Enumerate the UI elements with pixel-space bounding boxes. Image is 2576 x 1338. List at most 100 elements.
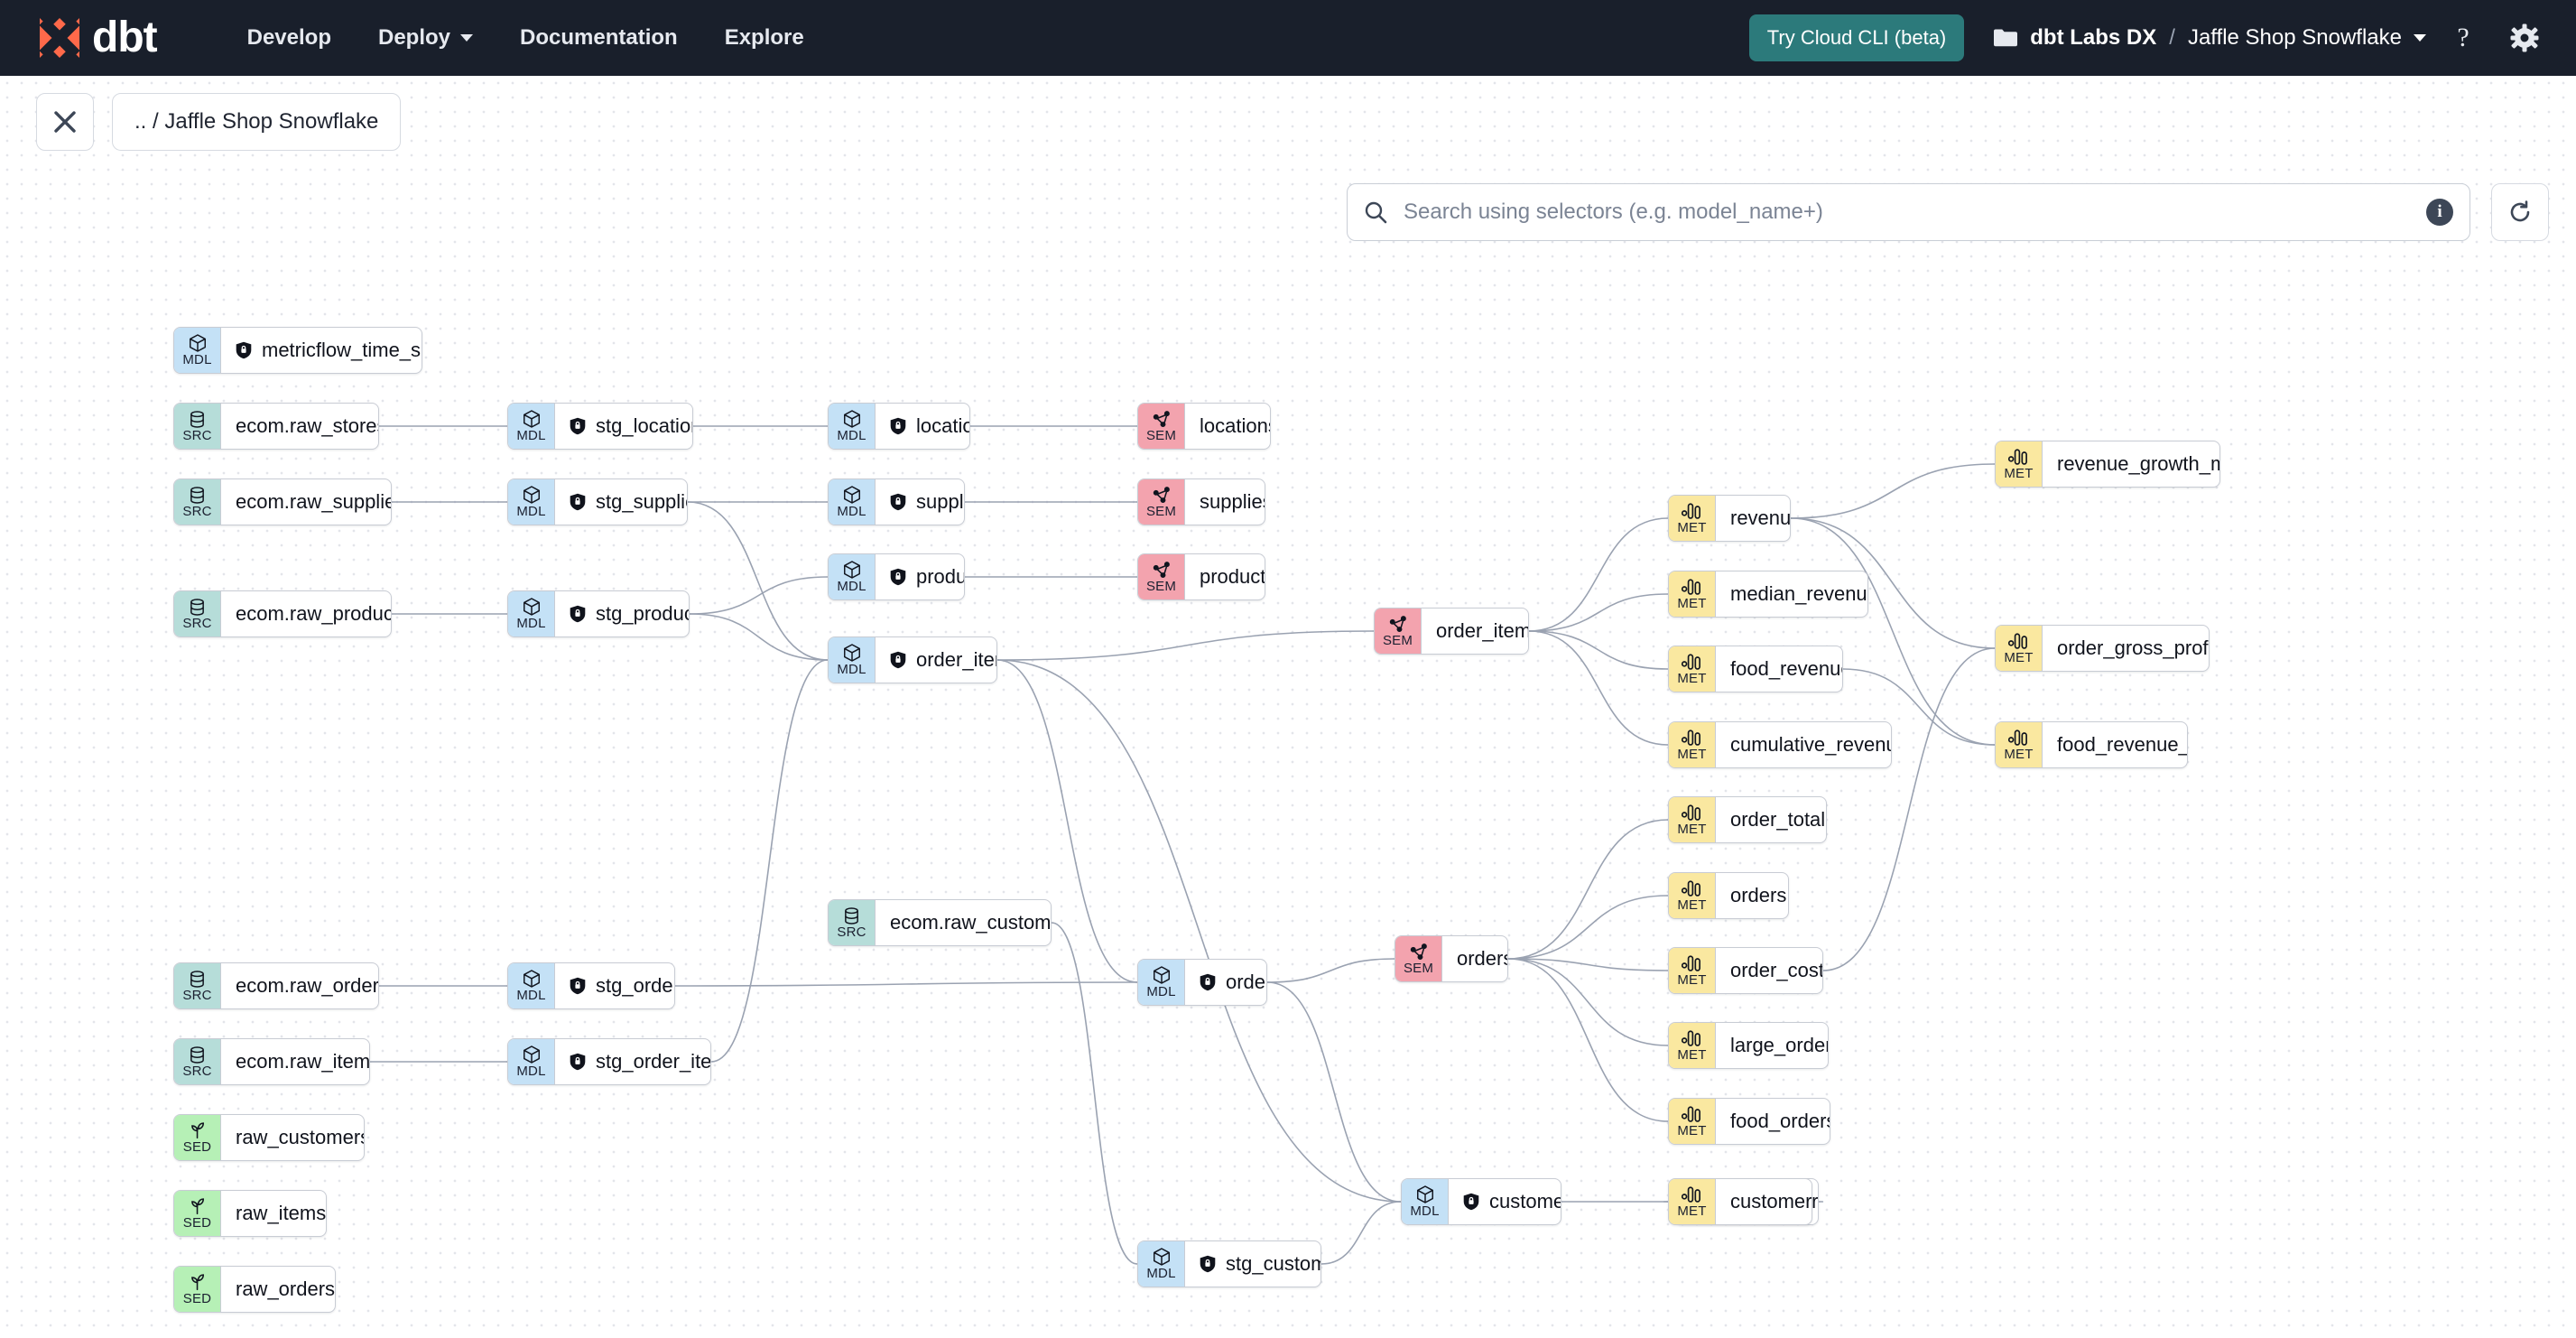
node-type-label: MET <box>1677 1123 1707 1138</box>
settings-button[interactable] <box>2500 14 2549 62</box>
node-type-badge-sed: SED <box>174 1191 221 1236</box>
node-type-badge-met: MET <box>1996 722 2043 767</box>
search-info-icon[interactable]: i <box>2426 199 2453 226</box>
nav-deploy[interactable]: Deploy <box>355 0 496 76</box>
node-type-badge-met: MET <box>1669 646 1716 692</box>
close-lineage-button[interactable] <box>36 93 94 151</box>
node-type-label: SRC <box>182 504 212 519</box>
node-type-badge-sem: SEM <box>1138 554 1185 599</box>
gear-icon <box>2510 23 2539 52</box>
bar-chart-icon <box>1681 954 1703 972</box>
node-label: order_total <box>1730 808 1826 831</box>
database-icon <box>188 486 207 504</box>
lineage-node-mdl-locations[interactable]: MDLlocations <box>828 403 970 450</box>
breadcrumb-project-label: Jaffle Shop Snowflake <box>2187 25 2402 50</box>
help-button[interactable]: ? <box>2439 14 2488 62</box>
lock-shield-icon <box>890 568 906 586</box>
lineage-node-sem-products[interactable]: SEMproducts <box>1137 553 1265 600</box>
nav-explore[interactable]: Explore <box>701 0 828 76</box>
node-type-label: MET <box>1677 972 1707 988</box>
svg-text:?: ? <box>2457 23 2469 52</box>
lineage-node-mdl-orders[interactable]: MDLorders <box>1137 959 1267 1006</box>
lineage-node-mdl-customers[interactable]: MDLcustomers <box>1401 1178 1561 1225</box>
chevron-down-icon <box>2414 34 2426 42</box>
node-type-label: MET <box>1677 747 1707 762</box>
cube-icon <box>522 598 542 616</box>
try-cloud-cli-button[interactable]: Try Cloud CLI (beta) <box>1748 14 1965 61</box>
node-body: supplies <box>876 479 964 525</box>
lineage-node-met-customers[interactable]: METcustomers <box>1668 1178 1812 1225</box>
node-type-badge-met: MET <box>1996 626 2043 671</box>
node-type-label: MDL <box>837 579 866 594</box>
node-label: locations <box>1200 414 1271 437</box>
node-type-badge-met: MET <box>1669 496 1716 541</box>
node-type-label: MDL <box>516 616 546 631</box>
node-type-badge-sed: SED <box>174 1115 221 1160</box>
search-input[interactable] <box>1402 199 2426 226</box>
lineage-canvas[interactable]: MDLmetricflow_time_spineSRCecom.raw_stor… <box>0 76 2576 1338</box>
node-type-badge-mdl: MDL <box>829 404 876 449</box>
nav-develop[interactable]: Develop <box>224 0 355 76</box>
lineage-node-met-food-orders[interactable]: MET food_orders <box>1668 1098 1830 1145</box>
node-label: stg_customers <box>1226 1252 1320 1275</box>
lineage-edge <box>1790 463 1996 519</box>
lineage-node-stg-products[interactable]: MDL stg_products <box>507 590 690 637</box>
node-body: revenue_growth_mom <box>2043 441 2219 487</box>
node-label: customers <box>1730 1190 1812 1213</box>
project-breadcrumb-pill[interactable]: .. / Jaffle Shop Snowflake <box>112 93 402 151</box>
folder-icon <box>1993 27 2018 49</box>
bar-chart-icon <box>1681 578 1703 596</box>
node-label: order_item <box>1436 619 1529 642</box>
dbt-logo[interactable]: dbt <box>32 14 158 61</box>
node-label: ecom.raw_items <box>236 1050 370 1073</box>
nav-documentation[interactable]: Documentation <box>496 0 701 76</box>
lineage-node-mdl-supplies[interactable]: MDLsupplies <box>828 479 965 525</box>
node-type-badge-met: MET <box>1669 873 1716 918</box>
cube-icon <box>522 486 542 504</box>
lineage-node-mdl-products[interactable]: MDLproducts <box>828 553 965 600</box>
node-body: median_revenue <box>1716 571 1867 617</box>
node-body: ecom.raw_customers <box>876 900 1051 945</box>
node-body: food_orders <box>1716 1099 1830 1144</box>
breadcrumb-account[interactable]: dbt Labs DX <box>2030 25 2157 50</box>
node-type-badge-sem: SEM <box>1138 479 1185 525</box>
lineage-edge <box>687 501 829 661</box>
graph-icon <box>1152 561 1172 579</box>
breadcrumb-project-selector[interactable]: Jaffle Shop Snowflake <box>2188 25 2426 51</box>
refresh-button[interactable] <box>2491 183 2549 241</box>
lineage-edge <box>1320 1201 1402 1265</box>
node-label: stg_products <box>596 602 689 625</box>
selector-search-bar[interactable]: i <box>1347 183 2470 241</box>
